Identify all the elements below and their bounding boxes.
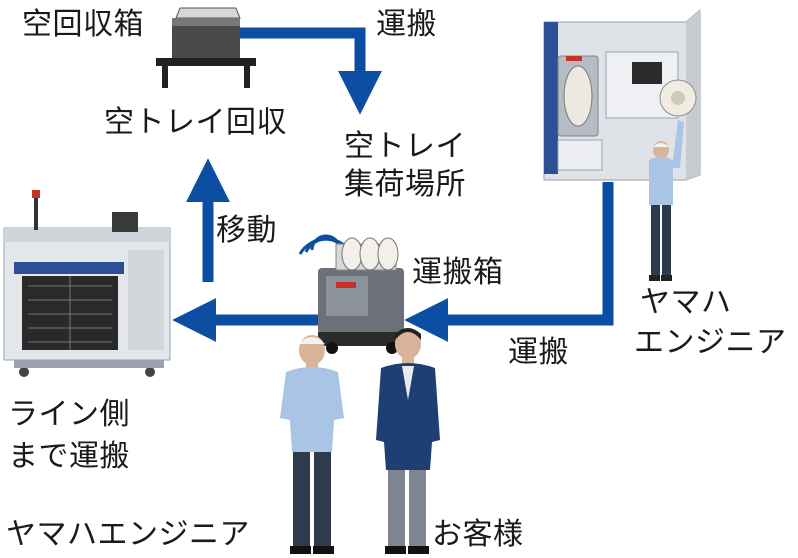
label-yamaha-engineer-right-line1: ヤマハ	[640, 285, 732, 320]
label-yamaha-engineer-bottom: ヤマハエンジニア	[6, 517, 250, 552]
label-customer: お客様	[432, 517, 524, 552]
label-to-line-side-line2: まで運搬	[8, 439, 130, 474]
label-empty-tray-area-line2: 集荷場所	[344, 167, 466, 202]
engineer-at-storage-figure	[649, 120, 684, 281]
arrow-storage-to-robot	[404, 182, 614, 342]
arrow-box-to-tray-area	[232, 27, 382, 115]
customer-figure	[376, 328, 440, 554]
label-empty-tray-area-line1: 空トレイ	[344, 129, 466, 164]
yamaha-engineer-figure	[280, 335, 344, 554]
empty-collection-box-illustration	[156, 7, 256, 88]
label-transport-top: 運搬	[376, 7, 437, 42]
label-to-line-side-line1: ライン側	[8, 397, 130, 432]
label-transport-box: 運搬箱	[412, 255, 504, 290]
storage-machine-illustration	[543, 8, 701, 181]
label-transport-right: 運搬	[508, 335, 569, 370]
label-empty-collection-box: 空回収箱	[22, 7, 144, 42]
mounter-machine-illustration	[3, 190, 171, 377]
label-move: 移動	[216, 213, 277, 248]
label-yamaha-engineer-right-line2: エンジニア	[634, 325, 787, 360]
transport-robot-illustration	[298, 234, 404, 354]
label-empty-tray-collection: 空トレイ回収	[104, 105, 287, 140]
